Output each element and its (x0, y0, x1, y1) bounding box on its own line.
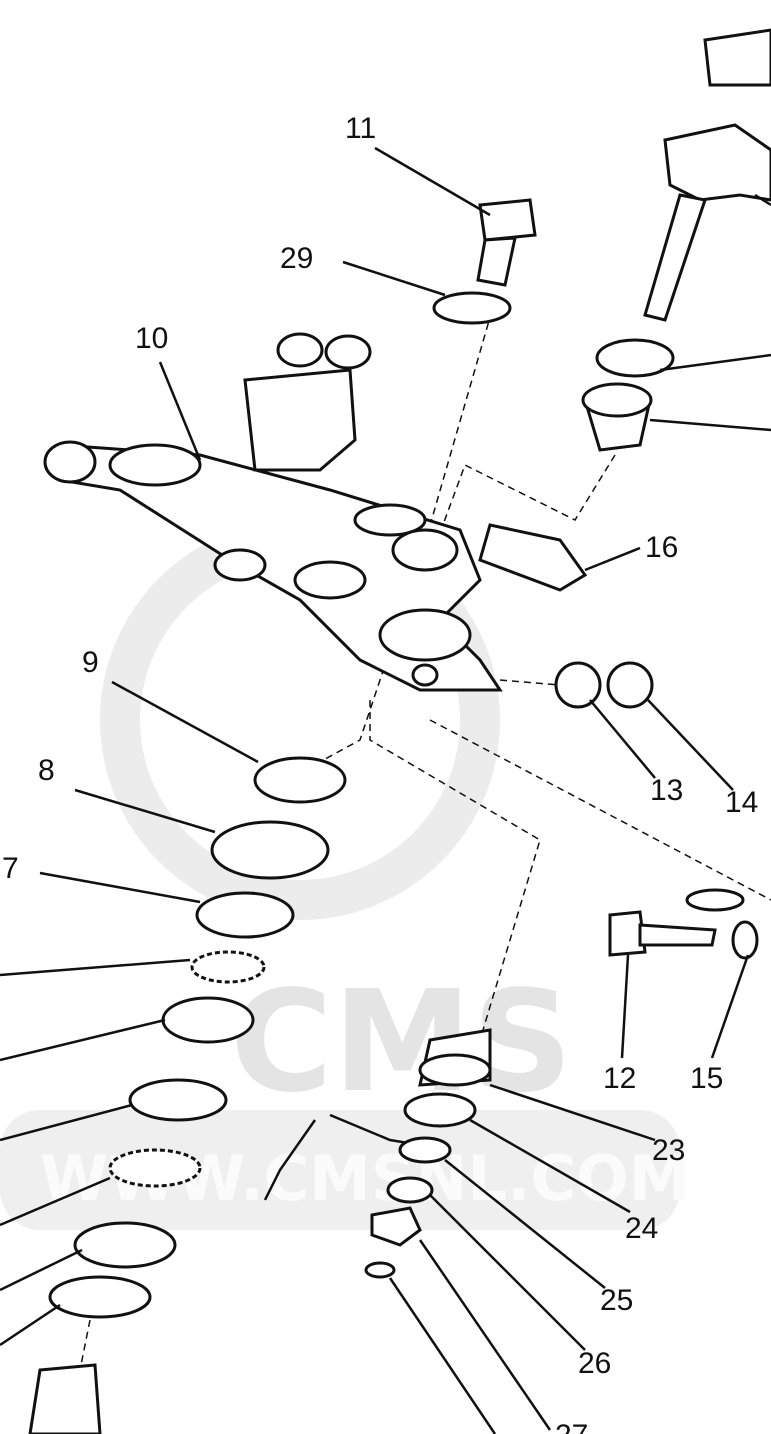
label-9: 9 (82, 646, 99, 679)
label-29: 29 (280, 242, 313, 275)
label-15: 15 (690, 1062, 723, 1095)
label-25: 25 (600, 1284, 633, 1317)
watermark: CMS WWW.CMSNL.COM (0, 520, 690, 1230)
label-11: 11 (345, 112, 376, 145)
label-24: 24 (625, 1212, 658, 1245)
label-10: 10 (135, 322, 168, 355)
watermark-logo: CMS (230, 961, 573, 1124)
label-7: 7 (2, 852, 19, 885)
leader-lines (0, 146, 771, 1434)
label-23: 23 (652, 1134, 685, 1167)
label-14: 14 (725, 786, 758, 819)
label-26: 26 (578, 1347, 611, 1380)
label-13: 13 (650, 774, 683, 807)
label-8: 8 (38, 754, 55, 787)
label-27: 27 (555, 1419, 588, 1434)
label-12: 12 (603, 1062, 636, 1095)
part-labels: 11 29 10 16 9 8 7 13 14 12 15 23 24 25 2… (2, 112, 758, 1434)
label-16: 16 (645, 531, 678, 564)
parts (28, 28, 771, 1434)
